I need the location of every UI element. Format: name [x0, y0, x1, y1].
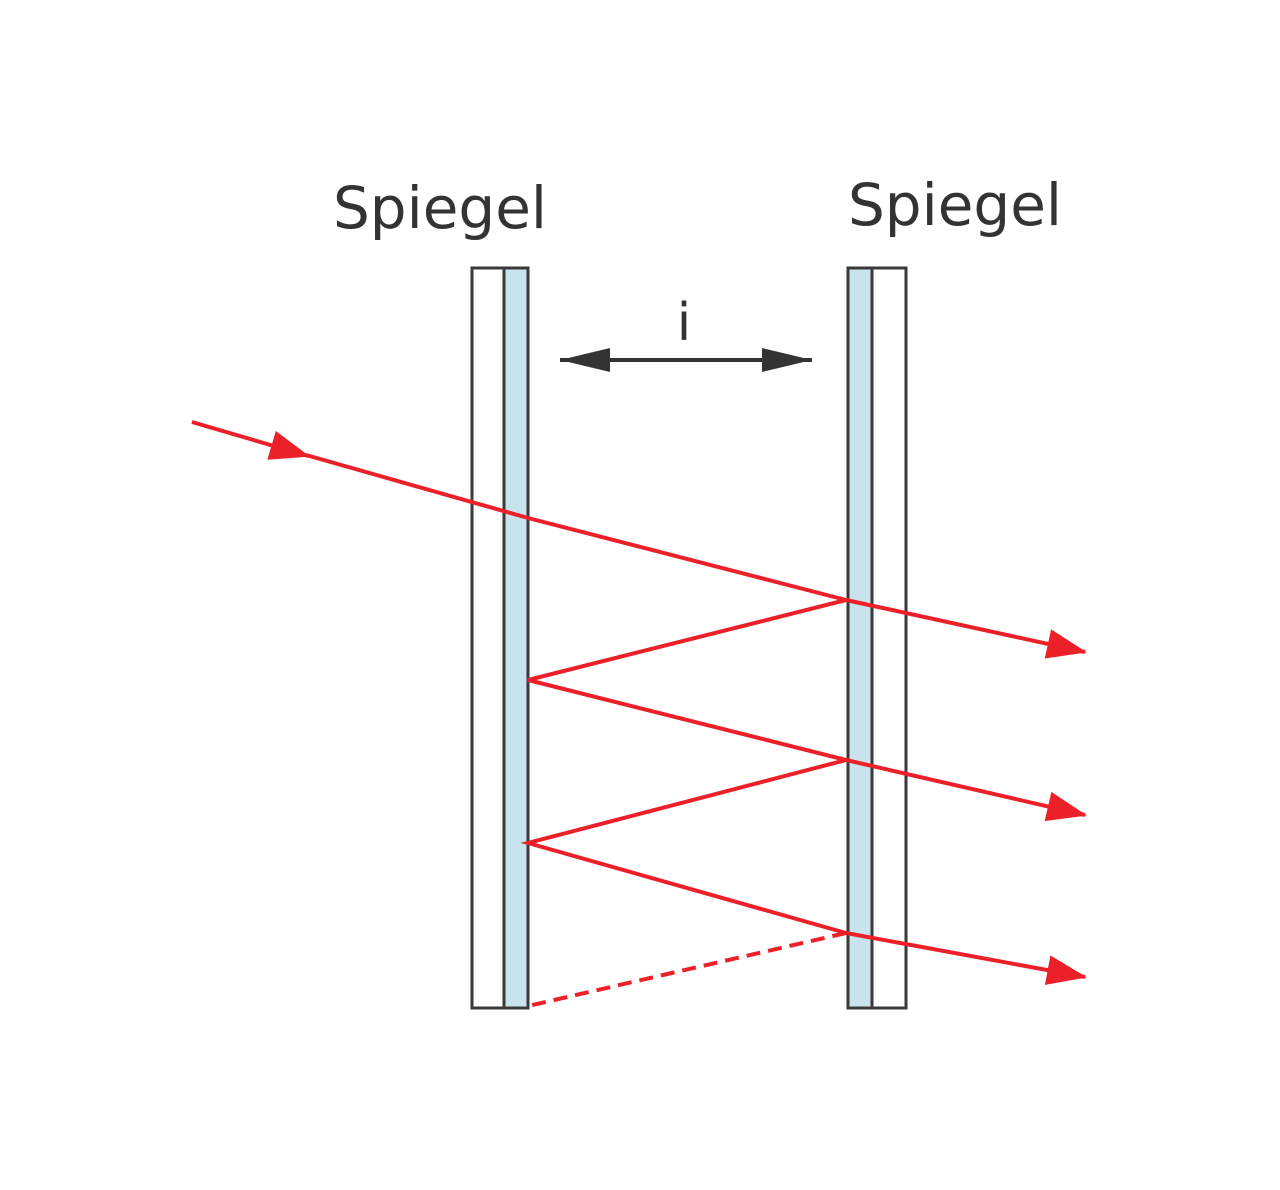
dashed-beam: [527, 931, 847, 1008]
right-mirror-label: Spiegel: [848, 171, 1062, 239]
left-mirror-coating: [502, 266, 530, 1010]
incident-beam: [191, 420, 310, 460]
distance-label: i: [677, 293, 691, 353]
right-mirror-glass: [870, 266, 908, 1010]
internal-beam: [305, 453, 847, 935]
beam-paths: [191, 420, 1087, 1008]
transmitted-beam-3: [845, 931, 1087, 985]
right-mirror: [846, 266, 908, 1010]
right-mirror-coating: [846, 266, 874, 1010]
left-mirror: [470, 266, 530, 1010]
left-mirror-label: Spiegel: [333, 174, 547, 242]
transmitted-beam-2: [845, 758, 1087, 822]
transmitted-beam-1: [845, 598, 1087, 659]
left-mirror-glass: [470, 266, 506, 1010]
